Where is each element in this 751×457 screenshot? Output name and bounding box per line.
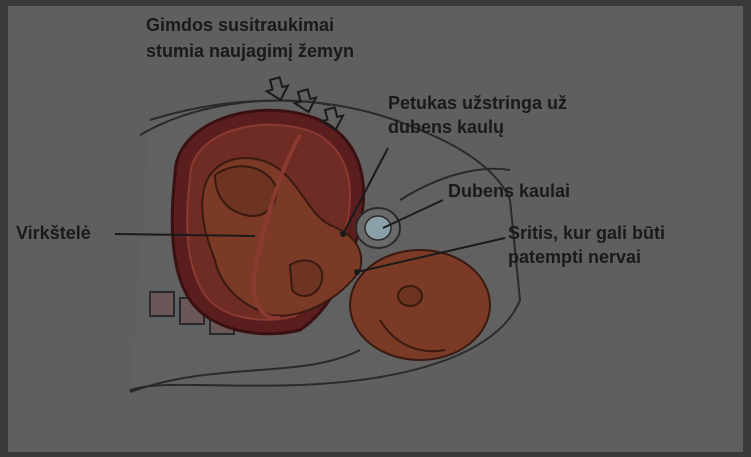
label-shoulder-stuck: Petukas užstringa už dubens kaulų <box>388 92 567 138</box>
baby-head <box>350 250 490 360</box>
baby-ear <box>398 286 422 306</box>
label-nerve-line1: Sritis, kur gali būti <box>508 222 665 244</box>
vertebra <box>150 292 174 316</box>
label-nerve-area: Sritis, kur gali būti patempti nervai <box>508 222 665 268</box>
label-pelvic-bones: Dubens kaulai <box>448 180 570 202</box>
pointer-dot <box>340 231 346 237</box>
label-shoulder-line2: dubens kaulų <box>388 116 567 138</box>
label-nerve-line2: patempti nervai <box>508 246 665 268</box>
label-contractions: Gimdos susitraukimai stumia naujagimį že… <box>146 14 354 62</box>
label-shoulder-line1: Petukas užstringa už <box>388 92 567 114</box>
down-arrow-icon <box>264 76 291 103</box>
label-contractions-line1: Gimdos susitraukimai <box>146 14 354 36</box>
label-contractions-line2: stumia naujagimį žemyn <box>146 40 354 62</box>
baby-arm <box>290 260 322 296</box>
label-umbilical-cord: Virkštelė <box>16 222 91 244</box>
pelvic-bone-inner <box>365 216 391 240</box>
pointer-dot <box>354 269 360 275</box>
